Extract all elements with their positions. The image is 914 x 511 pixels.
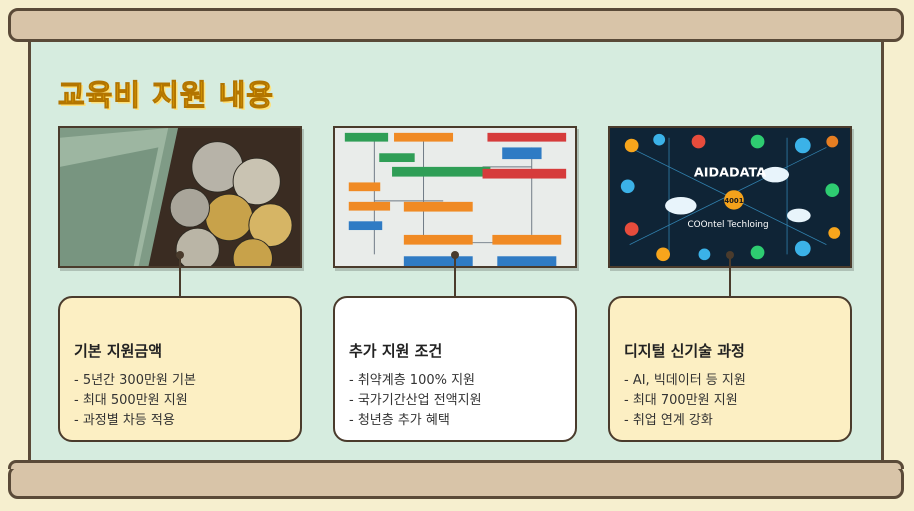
- card-additional-conditions: 추가 지원 조건 - 취약계층 100% 지원 - 국가기간산업 전액지원 - …: [333, 296, 577, 442]
- slide-title: 교육비 지원 내용: [58, 78, 274, 113]
- list-item: - 최대 500만원 지원: [74, 393, 188, 408]
- network-caption-text: COOntel Techloing: [687, 220, 768, 230]
- network-badge-text: 4001: [724, 197, 743, 205]
- card-basic-support: 기본 지원금액 - 5년간 300만원 기본 - 최대 500만원 지원 - 과…: [58, 296, 302, 442]
- list-item: - AI, 빅데이터 등 지원: [624, 373, 746, 388]
- list-item: - 5년간 300만원 기본: [74, 373, 196, 388]
- list-item: - 취약계층 100% 지원: [349, 373, 476, 388]
- card-heading: 추가 지원 조건: [349, 342, 443, 360]
- list-item: - 청년층 추가 혜택: [349, 413, 450, 428]
- list-item: - 국가기간산업 전액지원: [349, 393, 482, 408]
- card-list: - 5년간 300만원 기본 - 최대 500만원 지원 - 과정별 차등 적용: [74, 371, 286, 431]
- card-digital-tech: 디지털 신기술 과정 - AI, 빅데이터 등 지원 - 최대 700만원 지원…: [608, 296, 852, 442]
- top-scroll-rail: [8, 8, 904, 42]
- flowchart-photo: [333, 126, 577, 268]
- list-item: - 취업 연계 강화: [624, 413, 713, 428]
- card-list: - AI, 빅데이터 등 지원 - 최대 700만원 지원 - 취업 연계 강화: [624, 371, 836, 431]
- tech-network-photo: AIDADATA 4001 COOntel Techloing: [608, 126, 852, 268]
- connector-line: [179, 255, 181, 300]
- card-heading: 디지털 신기술 과정: [624, 342, 745, 360]
- bottom-scroll-rail: [8, 460, 904, 499]
- card-list: - 취약계층 100% 지원 - 국가기간산업 전액지원 - 청년층 추가 혜택: [349, 371, 561, 431]
- connector-line: [454, 255, 456, 300]
- money-coins-photo: [58, 126, 302, 268]
- list-item: - 과정별 차등 적용: [74, 413, 175, 428]
- connector-line: [729, 255, 731, 300]
- card-heading: 기본 지원금액: [74, 342, 163, 360]
- list-item: - 최대 700만원 지원: [624, 393, 738, 408]
- network-headline-text: AIDADATA: [694, 165, 766, 180]
